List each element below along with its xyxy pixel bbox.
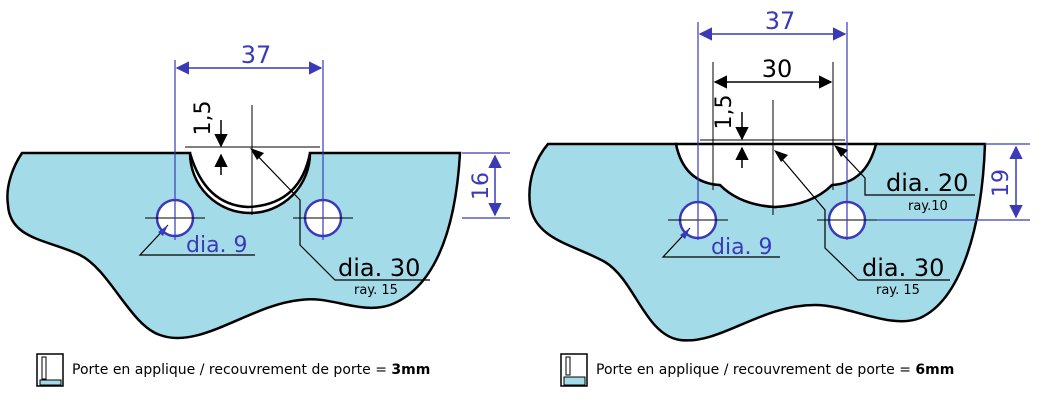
right-label-hole-dia: dia. 9 [711,235,773,260]
door-overlay-icon [36,353,64,387]
right-caption-value: 6mm [915,362,955,378]
right-drawing: 37 30 1,5 19 dia. 9 dia. 20 ray.10 dia. … [528,7,1030,342]
right-label-side-dia: dia. 20 [886,169,968,197]
right-caption-text: Porte en applique / recouvrement de port… [596,362,955,378]
left-dim-width: 37 [241,41,272,69]
right-label-cup-ray: ray. 15 [876,283,920,298]
right-dim-depth: 19 [989,169,1014,197]
left-label-cup-dia: dia. 30 [338,254,420,282]
left-label-cup-ray: ray. 15 [354,283,398,298]
left-caption-value: 3mm [391,362,431,378]
left-label-hole-dia: dia. 9 [186,233,248,258]
right-label-cup-dia: dia. 30 [862,254,944,282]
left-caption-text: Porte en applique / recouvrement de port… [72,362,431,378]
left-drawing: 37 1,5 16 dia. 9 dia. 30 ray. 15 [6,41,510,340]
left-dim-depth: 16 [469,172,494,200]
door-overlay-icon [560,353,588,387]
right-dim-width: 37 [765,7,796,35]
right-dim-offset: 1,5 [712,95,737,130]
left-part-body [6,151,462,340]
right-dim-inner: 30 [762,55,793,83]
right-caption: Porte en applique / recouvrement de port… [560,350,954,390]
right-label-side-ray: ray.10 [908,199,948,214]
left-dim-offset: 1,5 [191,101,216,136]
left-caption: Porte en applique / recouvrement de port… [36,350,430,390]
